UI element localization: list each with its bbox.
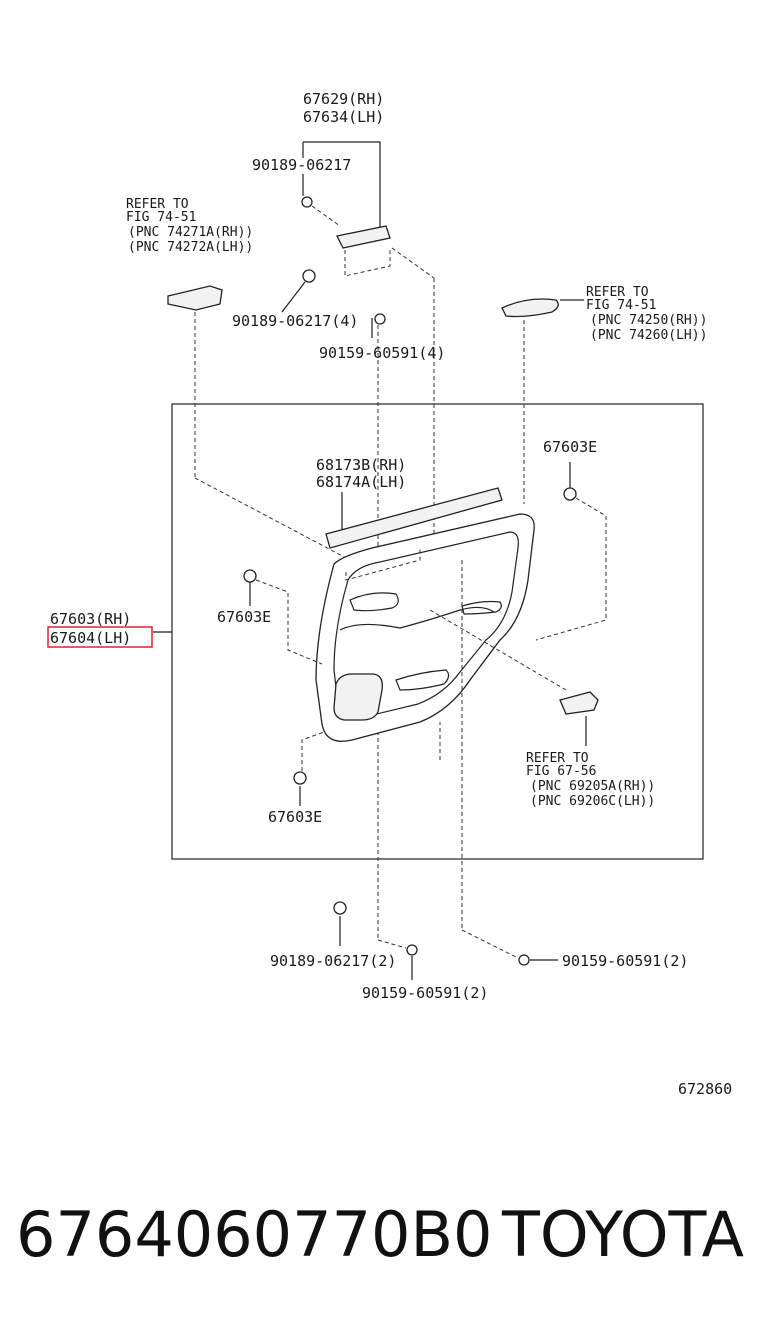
brand-name: TOYOTA — [501, 1198, 744, 1271]
dash-screw-bottom-r — [461, 929, 519, 959]
dash-b — [344, 248, 391, 277]
door-panel-inner — [333, 531, 519, 720]
label-67603: 67603(RH) — [50, 610, 131, 628]
screw-bottom-r — [518, 954, 530, 966]
dash-screw-bottom — [377, 939, 407, 949]
label-68173b: 68173B(RH) — [316, 456, 406, 474]
label-refer-right-2: FIG 74-51 — [586, 298, 656, 313]
label-90159-2b: 90159-60591(2) — [562, 952, 688, 970]
label-refer-bezel-2: FIG 67-56 — [526, 764, 596, 779]
label-refer-left-3: (PNC 74271A(RH)) — [128, 225, 253, 240]
clip-67603e-l — [243, 569, 257, 583]
label-refer-left-2: FIG 74-51 — [126, 210, 196, 225]
dash-c — [391, 247, 435, 279]
dash-box-bottom — [301, 731, 325, 778]
label-67603e-tr: 67603E — [543, 438, 597, 456]
label-67603e-l: 67603E — [217, 608, 271, 626]
armrest — [339, 606, 495, 631]
label-90189-top: 90189-06217 — [252, 156, 351, 174]
dash-67603e-tr — [535, 497, 607, 641]
handle-recess — [461, 600, 502, 615]
label-67629: 67629(RH) — [303, 90, 384, 108]
label-figure-id: 672860 — [678, 1080, 732, 1098]
dash-left-switch-2 — [194, 477, 351, 561]
highlight-box — [47, 626, 153, 648]
clip-part-2 — [302, 269, 316, 283]
switch-bezel-part — [336, 225, 391, 249]
label-67604: 67604(LH) — [50, 629, 131, 647]
dash-upper — [345, 548, 421, 581]
trim-strip-part — [325, 487, 503, 549]
leader-67629 — [303, 141, 381, 228]
clip-67603e-tr — [563, 487, 577, 501]
label-refer-left-1: REFER TO — [126, 197, 189, 212]
label-refer-bezel-1: REFER TO — [526, 751, 589, 766]
label-refer-bezel-4: (PNC 69206C(LH)) — [530, 794, 655, 809]
label-68174a: 68174A(LH) — [316, 473, 406, 491]
screw-part — [374, 313, 386, 325]
clip-bottom — [333, 901, 347, 915]
dash-a — [311, 205, 341, 227]
dash-to-bezel — [429, 609, 567, 691]
door-bezel-part — [559, 691, 599, 715]
grip-recess — [349, 592, 399, 612]
label-refer-left-4: (PNC 74272A(LH)) — [128, 240, 253, 255]
handle-part — [501, 298, 559, 318]
label-refer-right-4: (PNC 74260(LH)) — [590, 328, 707, 343]
dash-box-left — [255, 579, 323, 665]
label-67634: 67634(LH) — [303, 108, 384, 126]
label-90159-4: 90159-60591(4) — [319, 344, 445, 362]
part-number: 6764060770B0 — [16, 1198, 493, 1271]
clip-part — [301, 196, 313, 208]
pocket — [395, 669, 450, 691]
left-switch-part — [167, 285, 223, 311]
screw-bottom — [406, 944, 418, 956]
label-90159-2a: 90159-60591(2) — [362, 984, 488, 1002]
label-refer-right-3: (PNC 74250(RH)) — [590, 313, 707, 328]
label-refer-right-1: REFER TO — [586, 285, 649, 300]
label-67603e-b: 67603E — [268, 808, 322, 826]
leader-90189-4 — [281, 281, 306, 313]
label-refer-bezel-3: (PNC 69205A(RH)) — [530, 779, 655, 794]
clip-67603e-b — [293, 771, 307, 785]
speaker-recess — [333, 673, 383, 721]
label-90189-4: 90189-06217(4) — [232, 312, 358, 330]
label-90189-2: 90189-06217(2) — [270, 952, 396, 970]
